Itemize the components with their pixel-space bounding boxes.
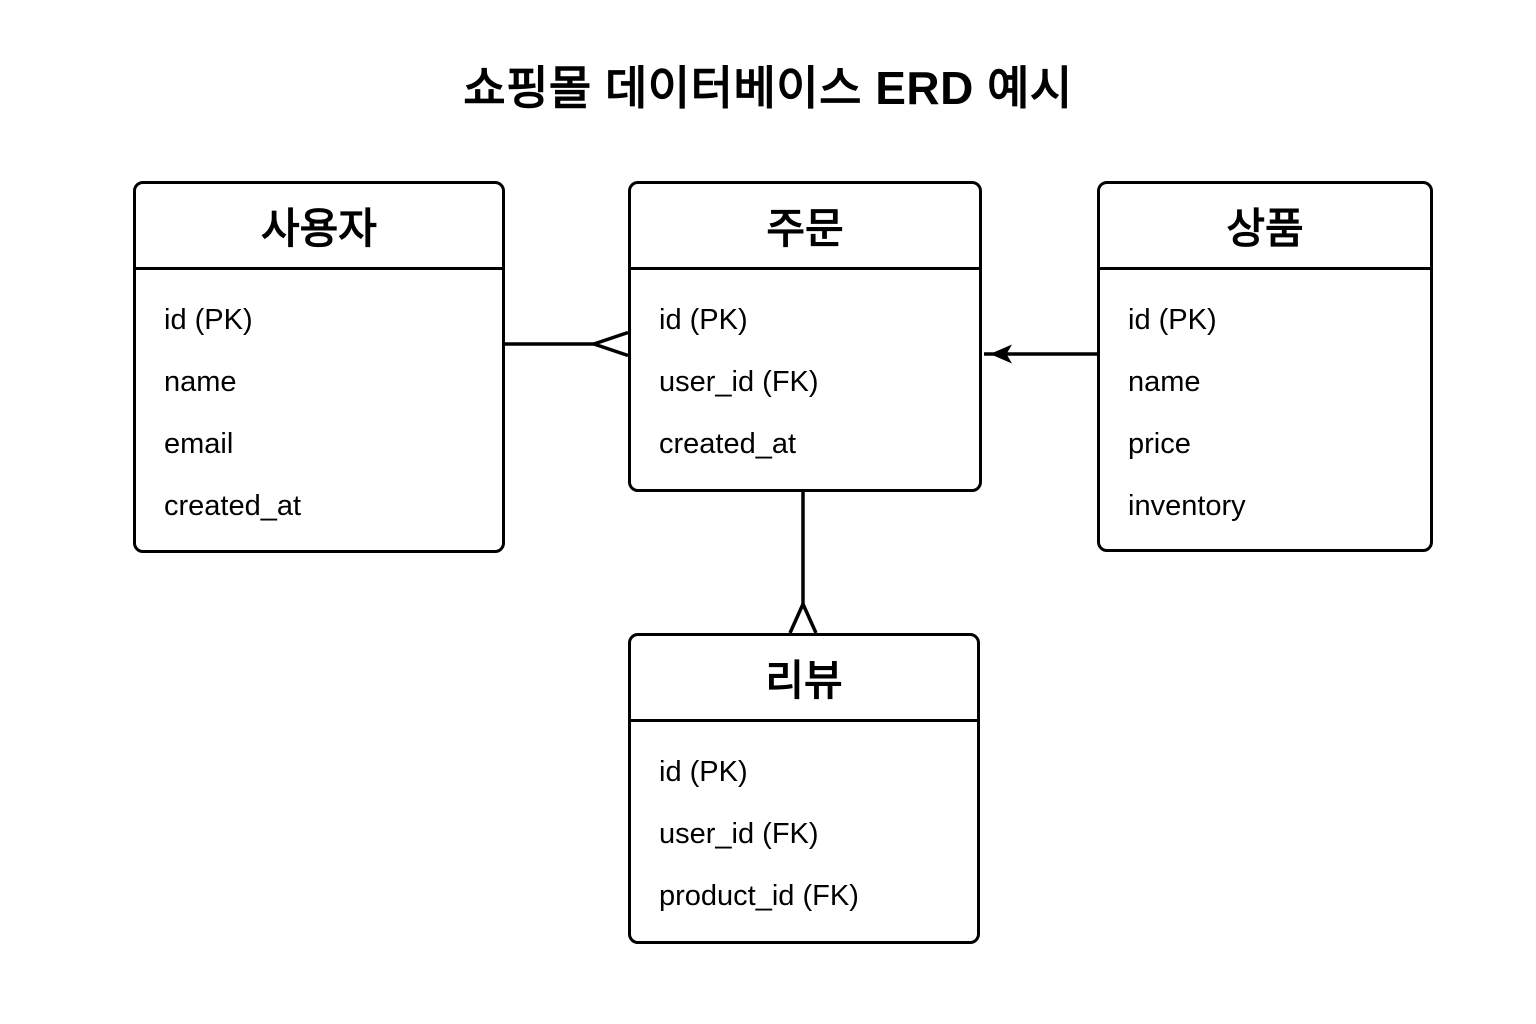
field-products-inventory: inventory	[1128, 489, 1246, 522]
field-users-email: email	[164, 427, 234, 460]
field-orders-id: id (PK)	[659, 303, 748, 336]
relationship-products-orders	[984, 344, 1097, 364]
entity-products-title: 상품	[1100, 184, 1430, 270]
entity-users: 사용자 id (PK) name email created_at	[133, 181, 505, 553]
field-users-name: name	[164, 365, 237, 398]
field-reviews-user-id: user_id (FK)	[659, 817, 819, 850]
entity-users-fields: id (PK) name email created_at	[136, 270, 502, 537]
entity-reviews: 리뷰 id (PK) user_id (FK) product_id (FK)	[628, 633, 980, 944]
crow-foot-icon	[788, 599, 818, 634]
field-orders-user-id: user_id (FK)	[659, 365, 819, 398]
field-reviews-product-id: product_id (FK)	[659, 879, 859, 912]
entity-users-title: 사용자	[136, 184, 502, 270]
entity-reviews-title: 리뷰	[631, 636, 977, 722]
field-reviews-id: id (PK)	[659, 755, 748, 788]
field-orders-created-at: created_at	[659, 427, 797, 460]
entity-orders-title: 주문	[631, 184, 979, 270]
entity-orders: 주문 id (PK) user_id (FK) created_at	[628, 181, 982, 492]
field-products-price: price	[1128, 427, 1191, 460]
field-users-created-at: created_at	[164, 489, 302, 522]
relationship-orders-reviews	[788, 492, 818, 634]
entity-products-fields: id (PK) name price inventory	[1100, 270, 1430, 537]
diagram-title: 쇼핑몰 데이터베이스 ERD 예시	[463, 62, 1073, 114]
entity-orders-fields: id (PK) user_id (FK) created_at	[631, 270, 979, 475]
relationship-users-orders	[505, 330, 629, 358]
arrow-icon	[990, 344, 1012, 364]
entity-products: 상품 id (PK) name price inventory	[1097, 181, 1433, 552]
crow-foot-icon	[588, 330, 629, 358]
field-products-name: name	[1128, 365, 1201, 398]
field-products-id: id (PK)	[1128, 303, 1217, 336]
field-users-id: id (PK)	[164, 303, 253, 336]
entity-reviews-fields: id (PK) user_id (FK) product_id (FK)	[631, 722, 977, 927]
